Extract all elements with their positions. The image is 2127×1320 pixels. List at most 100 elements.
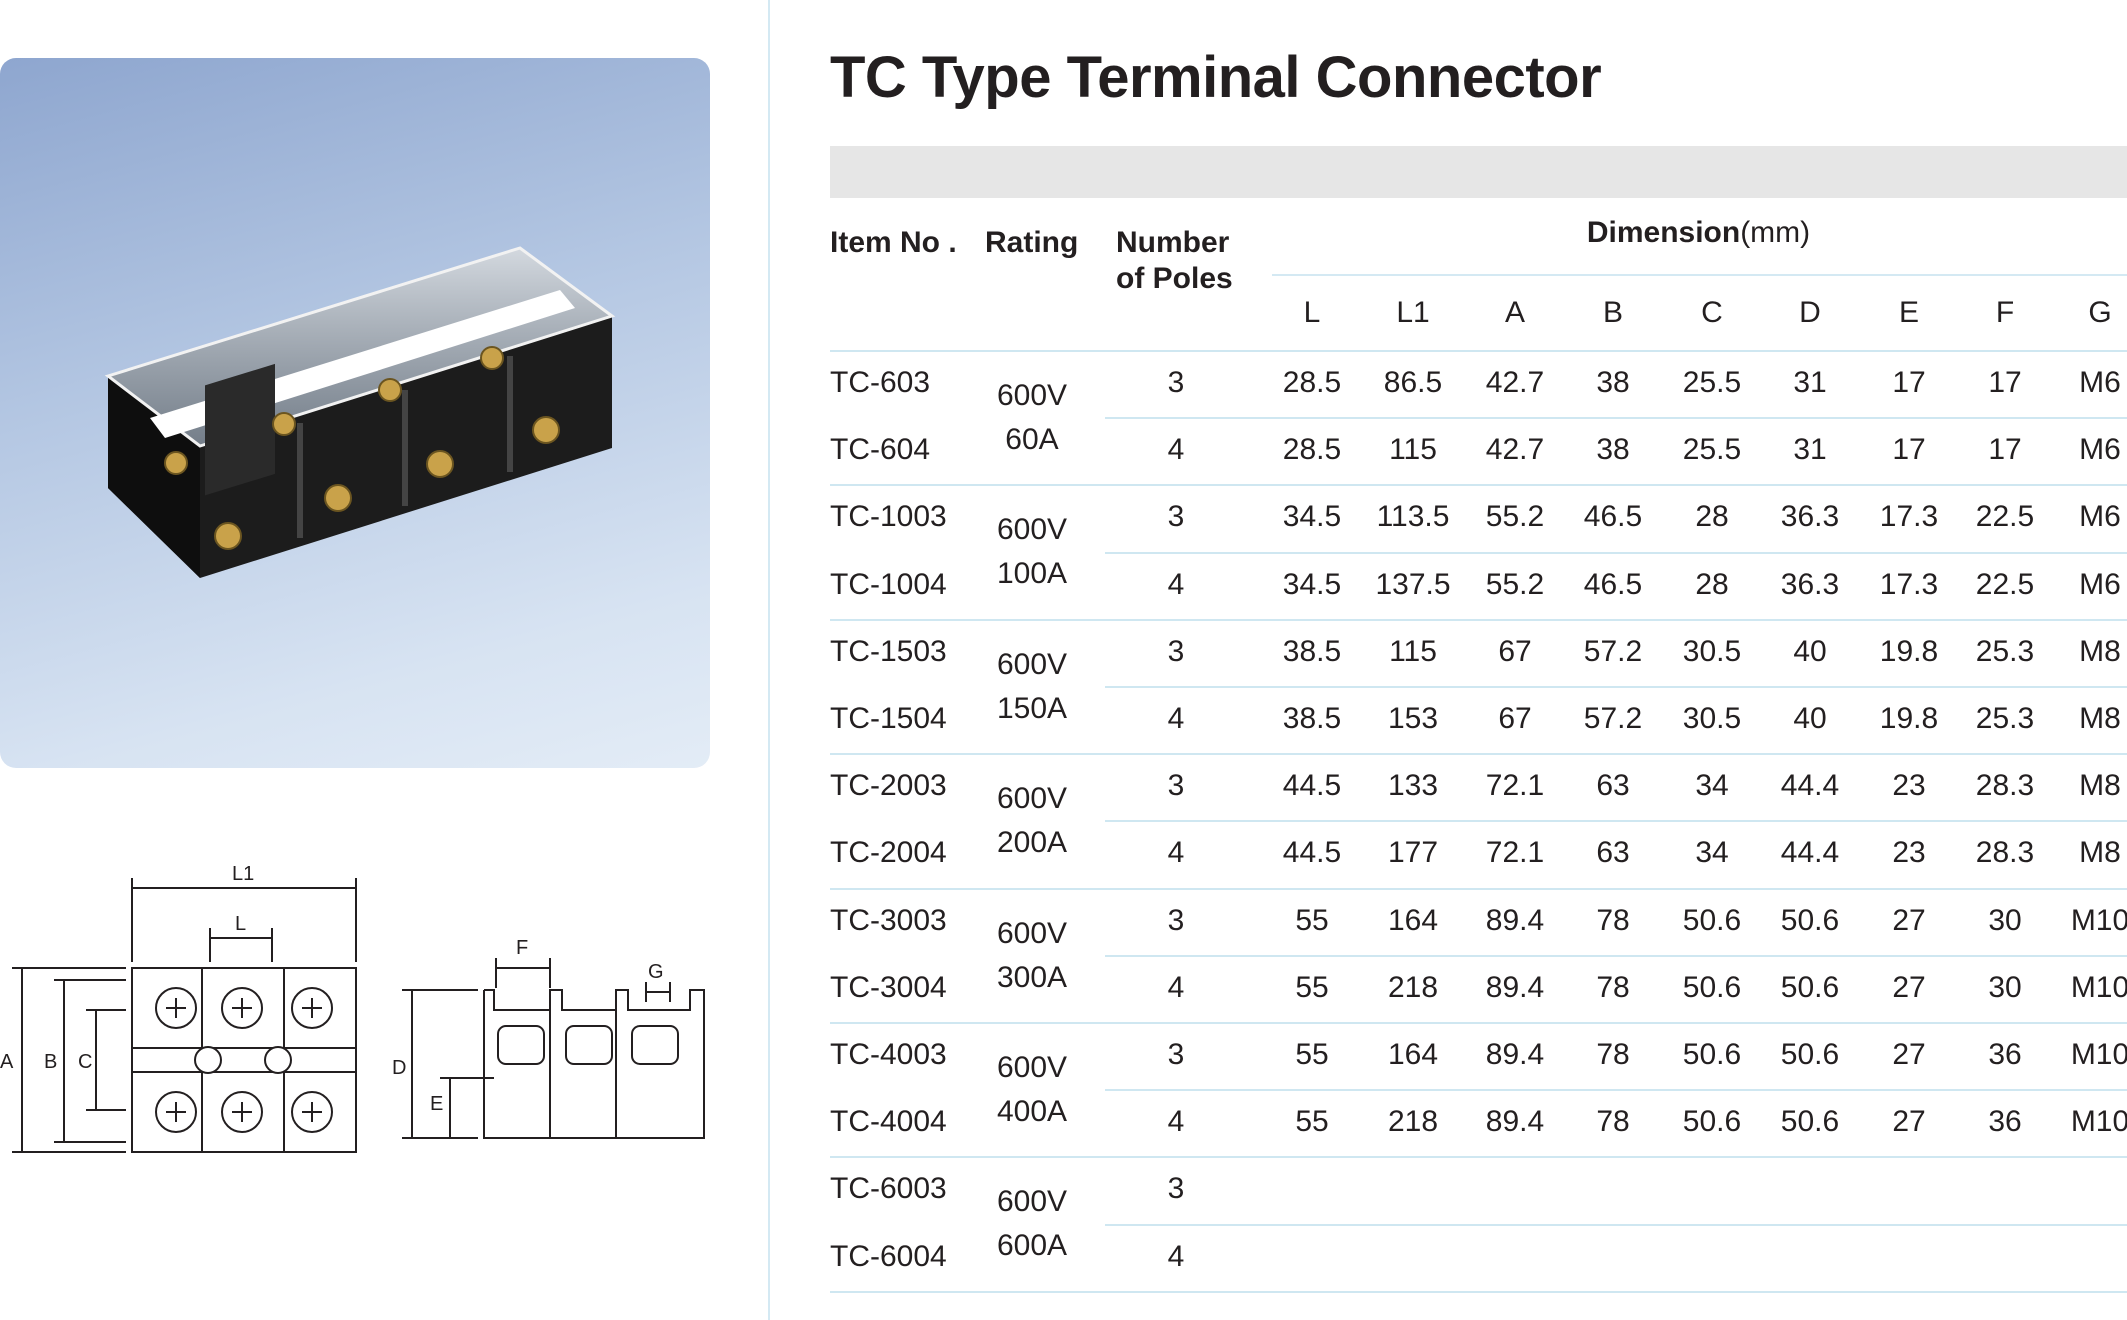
dim-cell-a: 89.4 (1485, 1038, 1545, 1071)
dim-cell-l: 55 (1295, 1105, 1329, 1139)
dim-cell-d: 50.6 (1780, 1105, 1840, 1139)
dim-cell-b: 57.2 (1583, 702, 1643, 735)
dim-cell-f: 30 (1988, 903, 2022, 937)
dim-cell-d: 50.6 (1780, 1038, 1840, 1071)
header-poles-line1: Number (1116, 226, 1230, 259)
dim-cell-b: 38 (1596, 433, 1630, 467)
rating-voltage: 600V (996, 647, 1068, 681)
dim-cell-b: 46.5 (1583, 567, 1643, 601)
poles-cell: 3 (1167, 500, 1185, 534)
dim-cell-b: 63 (1596, 769, 1630, 803)
rating-current: 100A (996, 557, 1068, 591)
dim-cell-l: 34.5 (1282, 500, 1342, 534)
dim-cell-l1: 153 (1387, 702, 1439, 735)
dim-cell-a: 42.7 (1485, 433, 1545, 467)
dim-cell-f: 22.5 (1975, 500, 2035, 534)
column-header-b: B (1602, 296, 1623, 329)
item-no-cell: TC-1003 (830, 500, 947, 534)
dim-cell-l: 28.5 (1282, 366, 1342, 399)
dim-cell-l1: 177 (1387, 836, 1439, 870)
dim-cell-c: 25.5 (1682, 366, 1742, 399)
dim-cell-d: 31 (1793, 366, 1827, 399)
dim-cell-a: 67 (1498, 634, 1532, 668)
dim-cell-l1: 115 (1389, 433, 1437, 467)
group-rule (830, 1022, 2127, 1024)
dim-cell-l: 38.5 (1282, 702, 1342, 735)
poles-cell: 4 (1167, 836, 1185, 870)
dim-cell-l: 55 (1295, 903, 1329, 937)
dim-cell-c: 50.6 (1682, 1105, 1742, 1139)
dim-cell-c: 30.5 (1682, 634, 1742, 668)
dim-cell-e: 17.3 (1879, 567, 1939, 601)
dim-cell-f: 36 (1988, 1105, 2022, 1139)
rating-voltage: 600V (996, 513, 1068, 547)
dim-cell-l: 55 (1295, 970, 1329, 1004)
dim-cell-l1: 133 (1387, 769, 1439, 803)
group-rule (830, 619, 2127, 621)
dim-cell-f: 17 (1988, 366, 2022, 399)
dim-cell-g: M10 (2070, 1105, 2127, 1139)
dim-cell-l1: 218 (1387, 1105, 1439, 1139)
row-rule (1105, 552, 2127, 554)
poles-cell: 3 (1167, 903, 1185, 937)
dim-cell-d: 44.4 (1780, 836, 1840, 870)
group-rule (830, 484, 2127, 486)
item-no-cell: TC-1004 (830, 567, 947, 601)
dim-cell-c: 30.5 (1682, 702, 1742, 735)
dim-cell-f: 22.5 (1975, 567, 2035, 601)
poles-cell: 4 (1167, 1105, 1185, 1139)
dim-cell-e: 19.8 (1879, 702, 1939, 735)
item-no-cell: TC-603 (830, 366, 931, 399)
dimension-rule (1272, 274, 2127, 276)
item-no-cell: TC-2004 (830, 836, 947, 870)
drawing-label-d: D (392, 1057, 406, 1079)
poles-cell: 3 (1167, 634, 1185, 668)
dim-cell-c: 28 (1695, 567, 1729, 601)
poles-cell: 4 (1167, 433, 1185, 467)
dim-cell-b: 46.5 (1583, 500, 1643, 534)
dim-cell-g: M8 (2079, 769, 2121, 803)
dim-cell-f: 28.3 (1975, 769, 2035, 803)
dim-cell-g: M10 (2070, 970, 2127, 1004)
rating-current: 600A (996, 1229, 1068, 1263)
dim-cell-l: 38.5 (1282, 634, 1342, 668)
dimension-label: Dimension (1586, 216, 1741, 249)
dim-cell-l: 55 (1295, 1038, 1329, 1071)
row-rule (1105, 1089, 2127, 1091)
dim-cell-b: 78 (1596, 903, 1630, 937)
rating-voltage: 600V (996, 1051, 1068, 1084)
poles-cell: 3 (1167, 1172, 1185, 1206)
group-rule (830, 753, 2127, 755)
item-no-cell: TC-6003 (830, 1172, 947, 1206)
dim-cell-d: 36.3 (1780, 567, 1840, 601)
dim-cell-e: 23 (1892, 836, 1926, 870)
dim-cell-d: 40 (1793, 634, 1827, 668)
header-rule (830, 350, 2127, 352)
poles-cell: 3 (1167, 769, 1185, 803)
rating-voltage: 600V (996, 916, 1068, 950)
column-header-f: F (1995, 296, 2015, 329)
dim-cell-g: M6 (2079, 500, 2121, 534)
poles-cell: 3 (1167, 366, 1185, 399)
dim-cell-c: 34 (1695, 769, 1729, 803)
dim-cell-a: 89.4 (1485, 970, 1545, 1004)
column-header-l: L (1303, 296, 1321, 329)
item-no-cell: TC-2003 (830, 769, 947, 803)
dim-cell-l1: 218 (1387, 970, 1439, 1004)
product-photo (0, 58, 710, 768)
item-no-cell: TC-4004 (830, 1105, 947, 1139)
dim-cell-d: 36.3 (1780, 500, 1840, 534)
column-header-a: A (1504, 296, 1525, 329)
dim-cell-e: 17 (1892, 433, 1926, 467)
dim-cell-c: 50.6 (1682, 1038, 1742, 1071)
column-header-e: E (1898, 296, 1919, 329)
dim-cell-d: 44.4 (1780, 769, 1840, 803)
dim-cell-b: 57.2 (1583, 634, 1643, 668)
poles-cell: 4 (1167, 567, 1185, 601)
drawing-label-a: A (0, 1051, 14, 1073)
rating-current: 150A (996, 691, 1068, 725)
drawing-label-g: G (648, 961, 664, 983)
